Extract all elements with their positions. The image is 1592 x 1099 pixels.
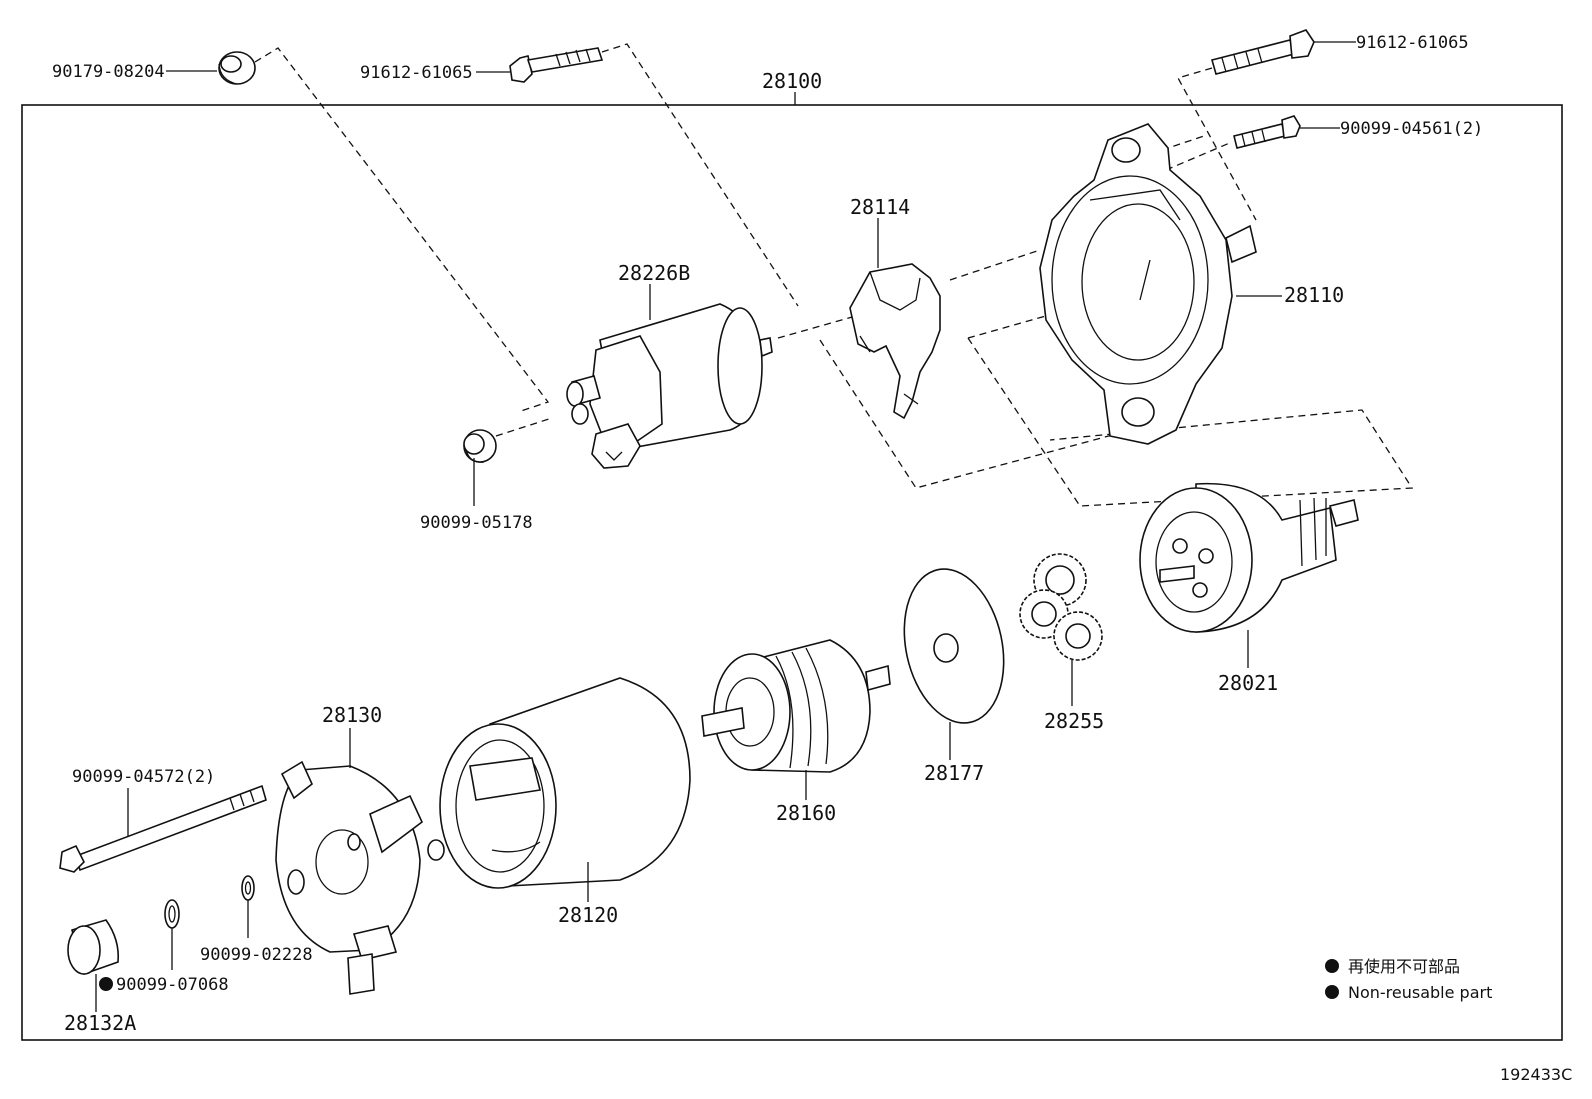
- dashed-line-gear-box: [967, 337, 1414, 507]
- part-90099-07068-ring[interactable]: [164, 899, 180, 929]
- dashed-line-axis-top: [777, 141, 1233, 339]
- part-28120-yoke[interactable]: [439, 677, 691, 889]
- part-28255-gears[interactable]: [1019, 553, 1103, 661]
- label-90099-02228[interactable]: 90099-02228: [200, 945, 313, 965]
- part-90099-04561-bolt[interactable]: [1233, 115, 1301, 149]
- part-28114-lever[interactable]: [849, 263, 941, 420]
- label-90099-04572[interactable]: 90099-04572(2): [72, 767, 215, 787]
- label-28177[interactable]: 28177: [924, 761, 984, 785]
- part-90179-08204-nut[interactable]: [218, 51, 256, 85]
- part-90099-05178-nut[interactable]: [463, 429, 497, 463]
- dashed-line-solenoid: [495, 417, 553, 437]
- dashed-line-housing-top: [1161, 135, 1205, 151]
- assembly-frame: [21, 104, 1563, 1041]
- label-28132a[interactable]: 28132A: [64, 1011, 136, 1035]
- label-28226b[interactable]: 28226B: [618, 261, 690, 285]
- legend-dot-english: [1325, 985, 1339, 999]
- label-28160[interactable]: 28160: [776, 801, 836, 825]
- part-28226b-solenoid[interactable]: [566, 303, 773, 469]
- part-91612-61065-bolt-right[interactable]: [1211, 29, 1315, 75]
- part-91612-61065-bolt[interactable]: [509, 47, 604, 83]
- dashed-line-bolt-left: [601, 43, 799, 307]
- part-90099-02228-washer[interactable]: [241, 875, 255, 901]
- diagram-code: 192433C: [1500, 1065, 1572, 1084]
- legend-japanese: 再使用不可部品: [1348, 957, 1460, 976]
- label-90099-05178[interactable]: 90099-05178: [420, 513, 533, 533]
- part-28110-housing[interactable]: [1039, 123, 1257, 445]
- part-28130-end-frame[interactable]: [275, 760, 445, 995]
- part-28021-clutch[interactable]: [1139, 482, 1359, 633]
- part-28160-armature[interactable]: [701, 639, 891, 773]
- label-28114[interactable]: 28114: [850, 195, 910, 219]
- label-90179-08204[interactable]: 90179-08204: [52, 62, 165, 82]
- assembly-label[interactable]: 28100: [762, 69, 822, 93]
- label-91612-61065-left[interactable]: 91612-61065: [360, 63, 473, 83]
- label-91612-61065-right[interactable]: 91612-61065: [1356, 33, 1469, 53]
- part-90099-04572-bolt[interactable]: [59, 784, 267, 873]
- label-28130[interactable]: 28130: [322, 703, 382, 727]
- label-28120[interactable]: 28120: [558, 903, 618, 927]
- part-28132a-cap[interactable]: [67, 919, 120, 976]
- non-reusable-dot: [99, 977, 113, 991]
- dashed-line-nut: [254, 47, 550, 413]
- part-28177-plate[interactable]: [891, 560, 1017, 733]
- label-90099-07068[interactable]: 90099-07068: [116, 975, 229, 995]
- label-28255[interactable]: 28255: [1044, 709, 1104, 733]
- label-28110[interactable]: 28110: [1284, 283, 1344, 307]
- legend-dot-japanese: [1325, 959, 1339, 973]
- legend-english: Non-reusable part: [1348, 983, 1492, 1002]
- label-90099-04561[interactable]: 90099-04561(2): [1340, 119, 1483, 139]
- label-28021[interactable]: 28021: [1218, 671, 1278, 695]
